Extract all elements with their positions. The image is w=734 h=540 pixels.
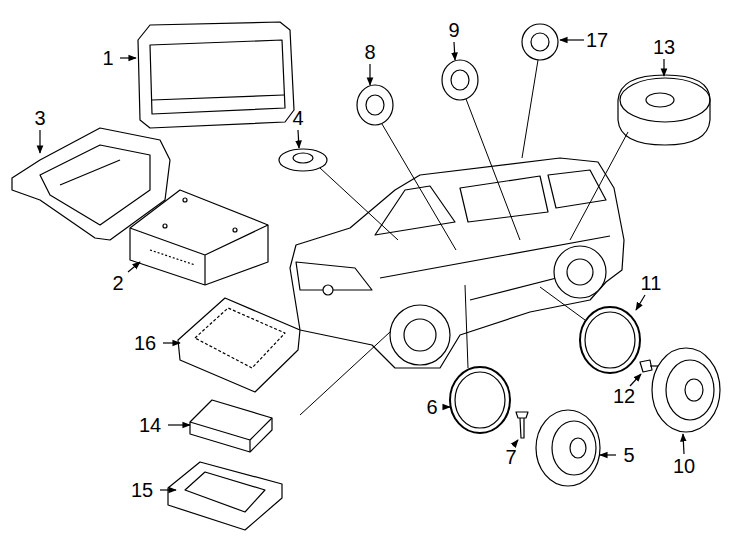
callout-number: 5 bbox=[623, 445, 634, 465]
callout-number: 13 bbox=[653, 37, 675, 57]
callout-number: 15 bbox=[131, 480, 153, 500]
callout-number: 7 bbox=[505, 447, 516, 467]
callout-number: 10 bbox=[673, 456, 695, 476]
callout-number: 12 bbox=[613, 386, 635, 406]
callout-number: 8 bbox=[364, 42, 375, 62]
callout-number: 3 bbox=[34, 108, 45, 128]
callout-number: 6 bbox=[426, 397, 437, 417]
callout-number: 9 bbox=[448, 20, 459, 40]
callout-number: 2 bbox=[112, 273, 123, 293]
callout-number: 14 bbox=[139, 415, 161, 435]
callout-number: 1 bbox=[102, 48, 113, 68]
callout-number: 17 bbox=[586, 30, 608, 50]
callout-number: 16 bbox=[134, 333, 156, 353]
callout-number: 4 bbox=[292, 108, 303, 128]
callout-number: 11 bbox=[641, 273, 662, 293]
